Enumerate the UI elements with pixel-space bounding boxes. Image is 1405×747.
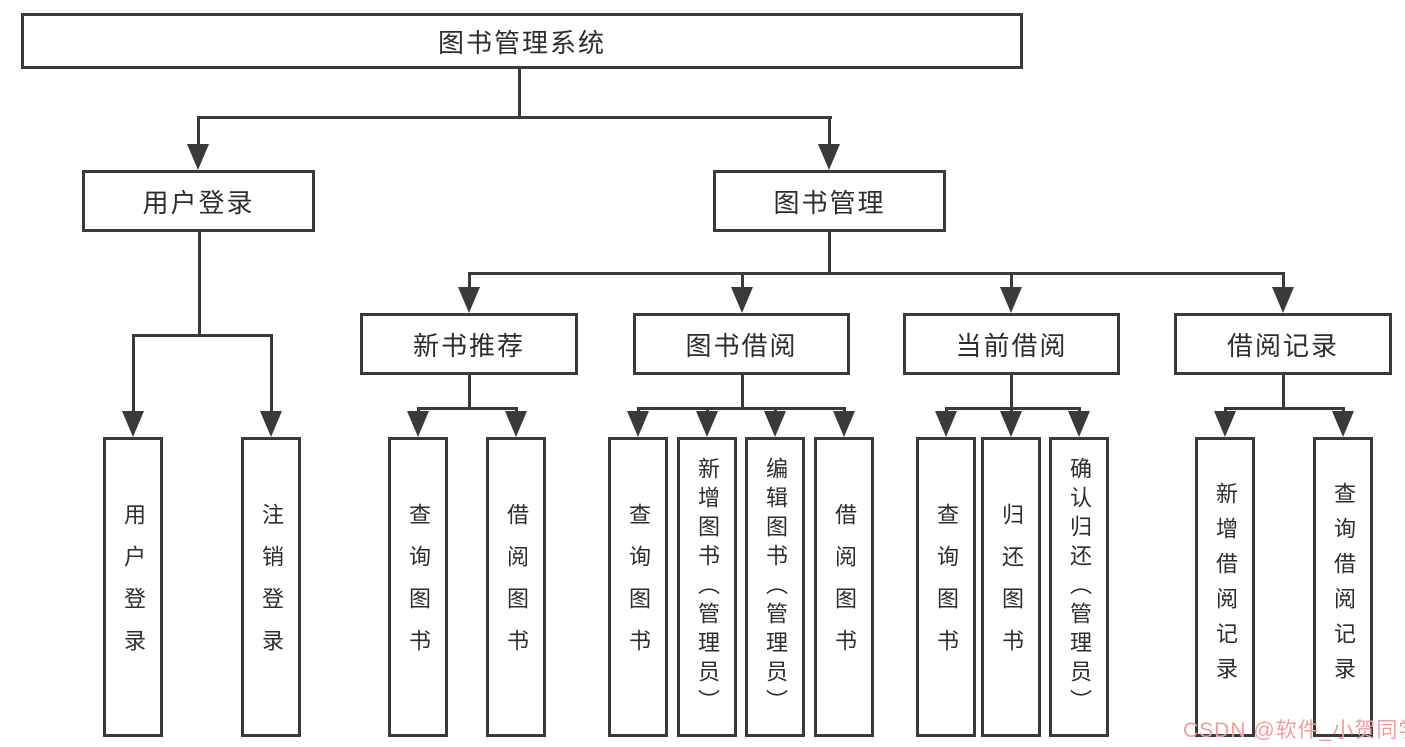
arrow-down-icon	[818, 144, 840, 170]
line	[468, 375, 471, 408]
line	[637, 407, 846, 410]
arrow-down-icon	[1214, 411, 1236, 437]
node-label: 图书借阅	[685, 330, 798, 361]
node-label: 用户登录	[142, 187, 255, 218]
node-book-management: 图书管理	[713, 170, 946, 232]
line	[132, 335, 135, 413]
leaf-current-return-books: 归还图书	[981, 437, 1041, 737]
leaf-recommend-query-books: 查询图书	[388, 437, 448, 737]
line	[197, 116, 832, 119]
leaf-label: 新增图书（管理员）	[695, 456, 720, 718]
line	[1010, 273, 1013, 289]
leaf-label: 查询借阅记录	[1331, 482, 1356, 692]
arrow-down-icon	[187, 144, 209, 170]
line	[198, 232, 201, 335]
line	[468, 272, 1285, 275]
leaf-label: 借阅图书	[504, 503, 529, 671]
line	[518, 69, 521, 117]
leaf-borrow-add-books-admin: 新增图书（管理员）	[677, 437, 737, 737]
line	[945, 407, 1081, 410]
node-new-book-recommend: 新书推荐	[360, 313, 578, 375]
line	[270, 335, 273, 413]
arrow-down-icon	[458, 287, 480, 313]
arrow-down-icon	[407, 411, 429, 437]
leaf-user-login: 用户登录	[103, 437, 163, 737]
leaf-label: 查询图书	[934, 503, 959, 671]
arrow-down-icon	[1272, 287, 1294, 313]
line	[741, 273, 744, 289]
node-label: 借阅记录	[1226, 330, 1339, 361]
leaf-label: 用户登录	[121, 503, 146, 671]
leaf-borrow-edit-books-admin: 编辑图书（管理员）	[745, 437, 805, 737]
leaf-recommend-borrow-books: 借阅图书	[486, 437, 546, 737]
node-book-borrow: 图书借阅	[633, 313, 850, 375]
leaf-label: 归还图书	[999, 503, 1024, 671]
leaf-label: 注销登录	[259, 503, 284, 671]
arrow-down-icon	[627, 411, 649, 437]
arrow-down-icon	[935, 411, 957, 437]
line	[828, 232, 831, 273]
leaf-records-query-record: 查询借阅记录	[1313, 437, 1373, 737]
line	[197, 117, 200, 148]
arrow-down-icon	[1332, 411, 1354, 437]
arrow-down-icon	[731, 287, 753, 313]
arrow-down-icon	[1000, 411, 1022, 437]
arrow-down-icon	[764, 411, 786, 437]
leaf-label: 编辑图书（管理员）	[763, 456, 788, 718]
arrow-down-icon	[833, 411, 855, 437]
node-user-login: 用户登录	[82, 170, 315, 232]
leaf-current-confirm-return-admin: 确认归还（管理员）	[1049, 437, 1109, 737]
leaf-borrow-query-books: 查询图书	[608, 437, 668, 737]
leaf-current-query-books: 查询图书	[916, 437, 976, 737]
leaf-logout: 注销登录	[241, 437, 301, 737]
arrow-down-icon	[260, 411, 282, 437]
line	[132, 334, 273, 337]
leaf-label: 查询图书	[626, 503, 651, 671]
leaf-records-add-record: 新增借阅记录	[1195, 437, 1255, 737]
arrow-down-icon	[122, 411, 144, 437]
line	[741, 375, 744, 408]
node-root-label: 图书管理系统	[437, 27, 606, 58]
arrow-down-icon	[1068, 411, 1090, 437]
node-current-borrow: 当前借阅	[903, 313, 1120, 375]
line	[1282, 273, 1285, 289]
line	[1224, 407, 1345, 410]
node-label: 新书推荐	[412, 330, 525, 361]
line	[417, 407, 518, 410]
arrow-down-icon	[696, 411, 718, 437]
watermark: CSDN @软件_小贺同学	[1183, 719, 1405, 742]
leaf-label: 查询图书	[406, 503, 431, 671]
leaf-label: 新增借阅记录	[1213, 482, 1238, 692]
node-label: 图书管理	[773, 187, 886, 218]
node-borrow-records: 借阅记录	[1174, 313, 1392, 375]
arrow-down-icon	[505, 411, 527, 437]
line	[1010, 375, 1013, 408]
line	[468, 273, 471, 289]
node-root: 图书管理系统	[21, 13, 1023, 69]
line	[1282, 375, 1285, 408]
arrow-down-icon	[1000, 287, 1022, 313]
leaf-label: 借阅图书	[832, 503, 857, 671]
line	[828, 117, 831, 148]
node-label: 当前借阅	[955, 330, 1068, 361]
leaf-borrow-borrow-books: 借阅图书	[814, 437, 874, 737]
leaf-label: 确认归还（管理员）	[1067, 456, 1092, 718]
